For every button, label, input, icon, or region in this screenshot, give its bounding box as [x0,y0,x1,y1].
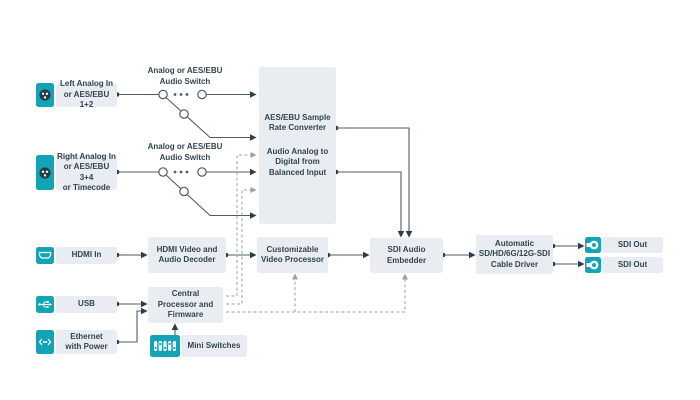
control-to-switch-converter [226,152,257,297]
audio-switch-label-1: Analog or AES/EBU Audio Switch [147,66,223,86]
sample-rate-converter-label: AES/EBU Sample Rate Converter [264,113,331,133]
ethernet-icon [36,330,54,354]
dashed-control-lines [226,152,408,313]
switch1-bottom-to-audio-block [165,97,257,141]
switch-ellipsis-dots [173,93,189,174]
usb-icon [36,296,54,313]
bnc-icon [585,237,601,253]
input-left-analog: Left Analog In or AES/EBU 1+2 [56,79,117,109]
central-processor-block: Central Processor and Firmware [148,287,223,323]
analog-to-digital-label: Audio Analog to Digital from Balanced In… [266,146,329,177]
audio-switch-label-2: Analog or AES/EBU Audio Switch [147,142,223,162]
input-hdmi: HDMI In [56,247,117,264]
hdmi-decoder-block: HDMI Video and Audio Decoder [148,237,226,273]
audio-processing-block: AES/EBU Sample Rate Converter Audio Anal… [259,67,336,224]
control-to-analog-digital [226,187,257,305]
bnc-icon [585,257,601,273]
video-processor-block: Customizable Video Processor [257,237,328,273]
output-sdi-2: SDI Out [602,257,663,273]
mini-switches-label: Mini Switches [181,335,247,357]
input-ethernet: Ethernet with Power [56,330,117,354]
sdi-audio-embedder-block: SDI Audio Embedder [370,238,443,273]
switch-contacts [158,89,207,197]
sample-rate-converter-to-embedder [336,127,413,238]
ethernet-to-central-processor [117,307,148,343]
xlr-icon [36,155,54,190]
dip-switches-icon [150,335,180,357]
xlr-icon [36,83,54,107]
cable-driver-block: Automatic SD/HD/6G/12G-SDI Cable Driver [476,235,553,274]
input-right-analog: Right Analog In or AES/EBU 3+4 or Timeco… [56,151,117,192]
analog-to-digital-to-embedder [336,171,405,238]
hdmi-icon [36,247,54,264]
control-to-embedder [226,273,408,313]
output-sdi-1: SDI Out [602,237,663,253]
input-usb: USB [56,296,117,313]
